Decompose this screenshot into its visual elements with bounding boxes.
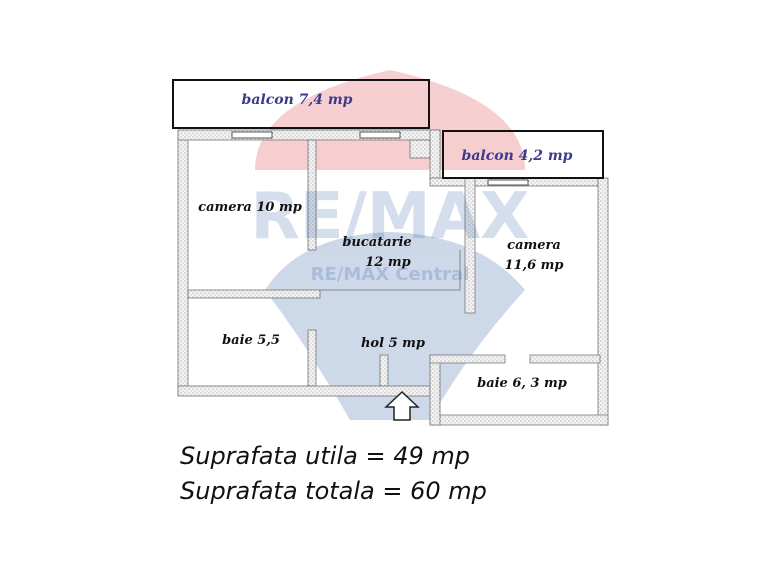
watermark-office-text: RE/MAX Central: [311, 264, 470, 285]
room-label-hol: hol 5 mp: [361, 336, 425, 351]
wall-camera-kitchen: [307, 139, 317, 251]
wall-bath2-top-right: [529, 354, 601, 364]
balcony-label-right: balcon 4,2 mp: [462, 148, 573, 164]
room-label-baie-2: baie 6, 3 mp: [477, 376, 567, 391]
room-label-bucatarie-area: 12 mp: [365, 255, 410, 270]
wall-bottom-right: [429, 414, 609, 426]
room-label-bucatarie-name: bucatarie: [342, 235, 411, 250]
inner-lines: [188, 250, 461, 415]
balcony-label-left: balcon 7,4 mp: [242, 92, 353, 108]
window-camera-left: [231, 131, 273, 139]
wall-top-left: [177, 129, 441, 141]
wall-bottom-left: [177, 385, 431, 397]
wall-bath2-left: [429, 354, 441, 426]
wall-hol-right: [379, 354, 389, 387]
watermark-balloon-red: [255, 70, 525, 170]
window-kitchen: [359, 131, 401, 139]
wall-mid-horizontal: [187, 289, 321, 299]
windows: [231, 131, 529, 186]
room-label-baie-1: baie 5,5: [222, 333, 280, 348]
entrance-arrow-icon: [384, 390, 420, 421]
balcony-outline-left: [172, 79, 430, 129]
room-label-camera-2-name: camera: [507, 238, 561, 253]
wall-step-vertical: [429, 129, 441, 181]
room-label-camera-2-area: 11,6 mp: [504, 258, 563, 273]
wall-kitchen-top: [409, 139, 431, 159]
room-label-camera-1: camera 10 mp: [198, 200, 302, 215]
total-area-text: Suprafata totala = 60 mp: [180, 477, 487, 505]
usable-area-text: Suprafata utila = 49 mp: [180, 442, 470, 470]
wall-right: [597, 177, 609, 426]
wall-bath2-top: [429, 354, 506, 364]
watermark-logo-text: RE/MAX: [251, 180, 530, 254]
balcony-outline-right: [442, 130, 604, 179]
wall-left: [177, 132, 189, 396]
wall-bath1-right: [307, 329, 317, 387]
window-camera-right: [487, 179, 529, 186]
